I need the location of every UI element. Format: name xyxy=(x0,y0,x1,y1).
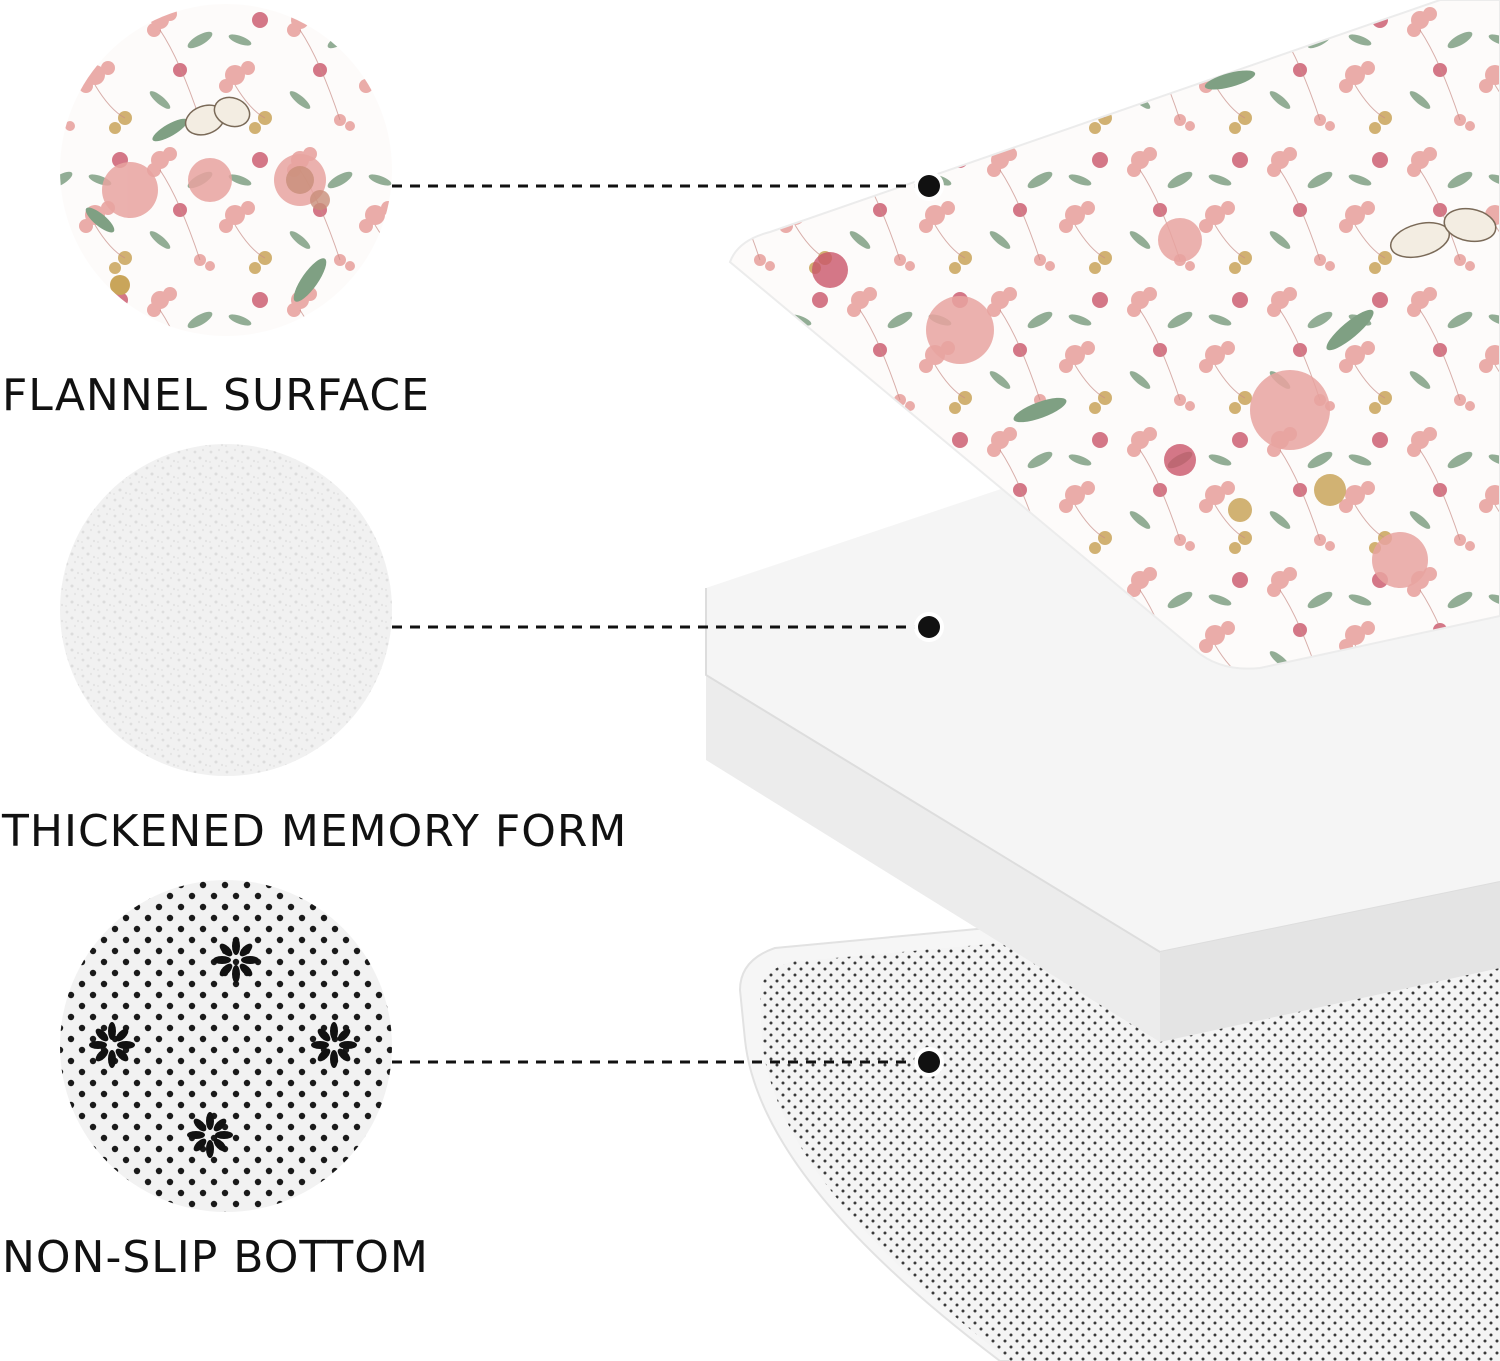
flannel-layer xyxy=(728,0,1500,670)
flannel-swatch xyxy=(60,4,392,336)
flannel-surface-label: FLANNEL SURFACE xyxy=(2,370,430,421)
butterfly-icon xyxy=(1389,207,1497,259)
flower-dot-icon xyxy=(311,1022,357,1068)
callout-flannel xyxy=(392,171,944,201)
butterfly-icon xyxy=(184,96,251,136)
flower-dot-icon xyxy=(89,1022,135,1068)
flower-dot-icon xyxy=(187,1112,233,1158)
callout-foam xyxy=(392,612,944,642)
flower-dot-icon xyxy=(213,937,259,983)
foam-swatch xyxy=(60,444,392,776)
non-slip-swatch xyxy=(60,880,392,1212)
callout-non-slip xyxy=(392,1047,944,1077)
memory-foam-label: THICKENED MEMORY FORM xyxy=(2,806,628,857)
non-slip-bottom-label: NON-SLIP BOTTOM xyxy=(2,1232,429,1283)
